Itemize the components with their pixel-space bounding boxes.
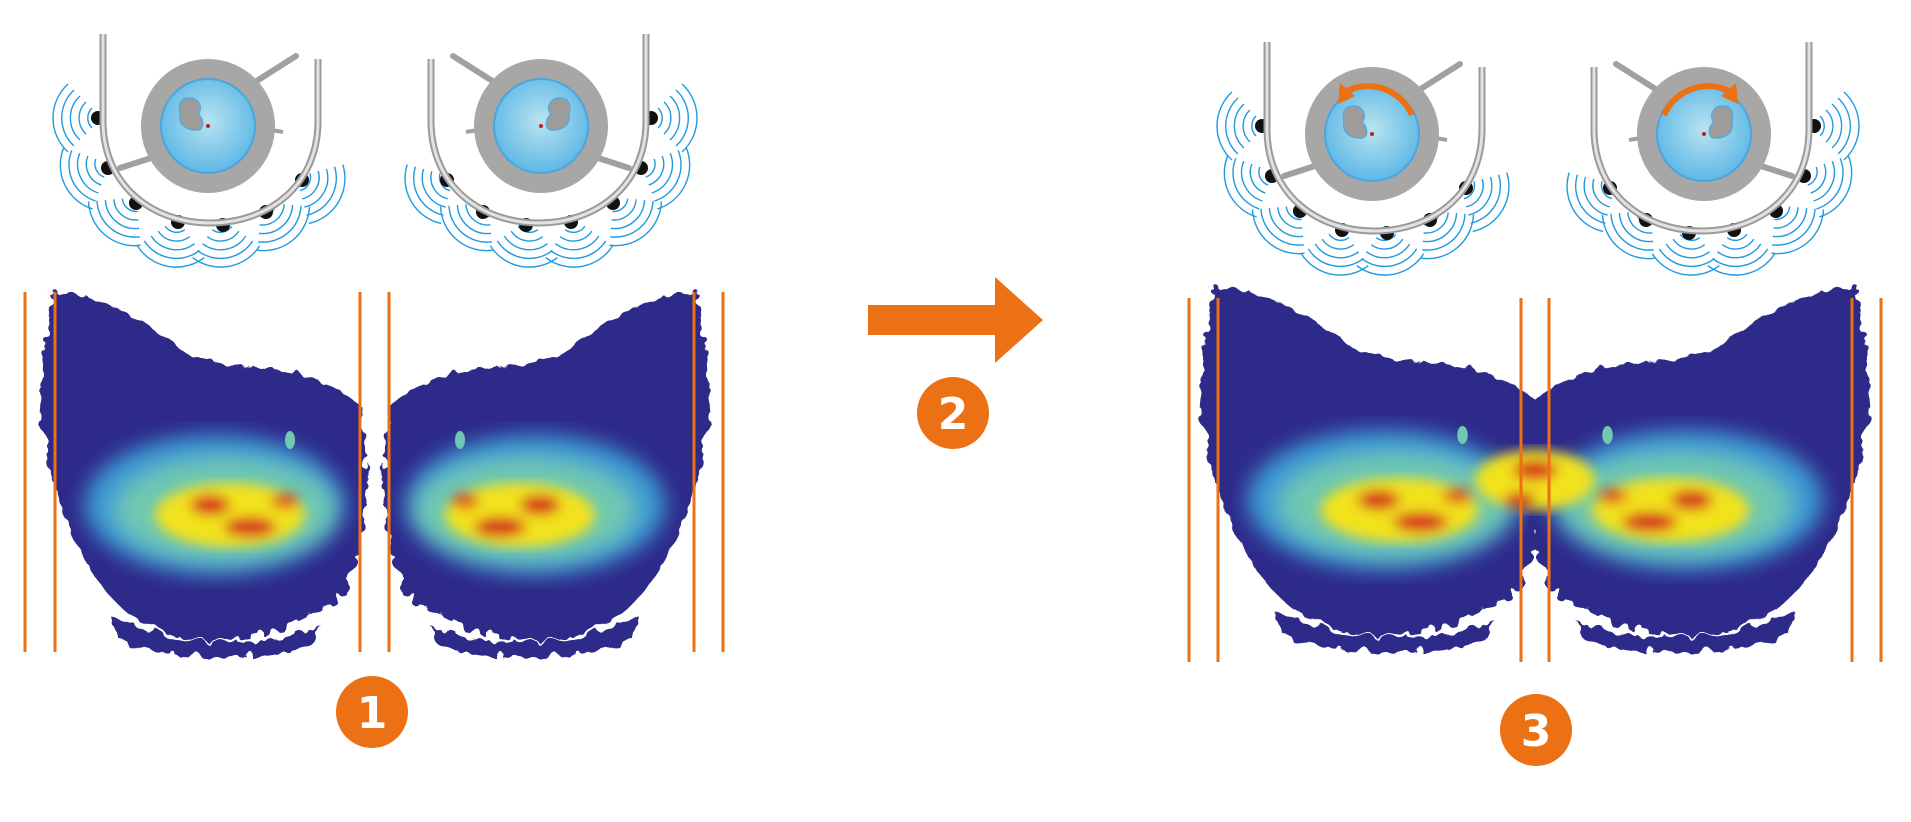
- svg-text:1: 1: [357, 688, 388, 739]
- arrow-right-icon: [868, 277, 1043, 363]
- boundary-lines-before: [23, 292, 725, 652]
- step-badge-3: 3: [1500, 694, 1572, 766]
- svg-text:3: 3: [1521, 706, 1552, 757]
- rotation-arrow-icon: [1661, 83, 1733, 117]
- boundary-lines-after: [1187, 298, 1883, 662]
- svg-text:2: 2: [938, 389, 969, 440]
- step-badge-2: 2: [917, 377, 989, 449]
- panel-before: 1: [23, 34, 725, 748]
- tank-3: [1255, 42, 1482, 240]
- heatmap-tank-1: [40, 294, 366, 658]
- rotation-arrowhead-icon: [1338, 83, 1355, 104]
- step-badge-1: 1: [336, 676, 408, 748]
- tank-2: [431, 34, 658, 232]
- heatmap-tank-2: [384, 294, 710, 658]
- panel-after: 3: [1187, 42, 1883, 766]
- rotation-arrow-icon: [1343, 83, 1415, 117]
- rotation-arrowhead-icon: [1721, 83, 1738, 104]
- heatmap-combined: [1200, 289, 1870, 653]
- tank-1: [91, 34, 318, 232]
- tank-4: [1594, 42, 1821, 240]
